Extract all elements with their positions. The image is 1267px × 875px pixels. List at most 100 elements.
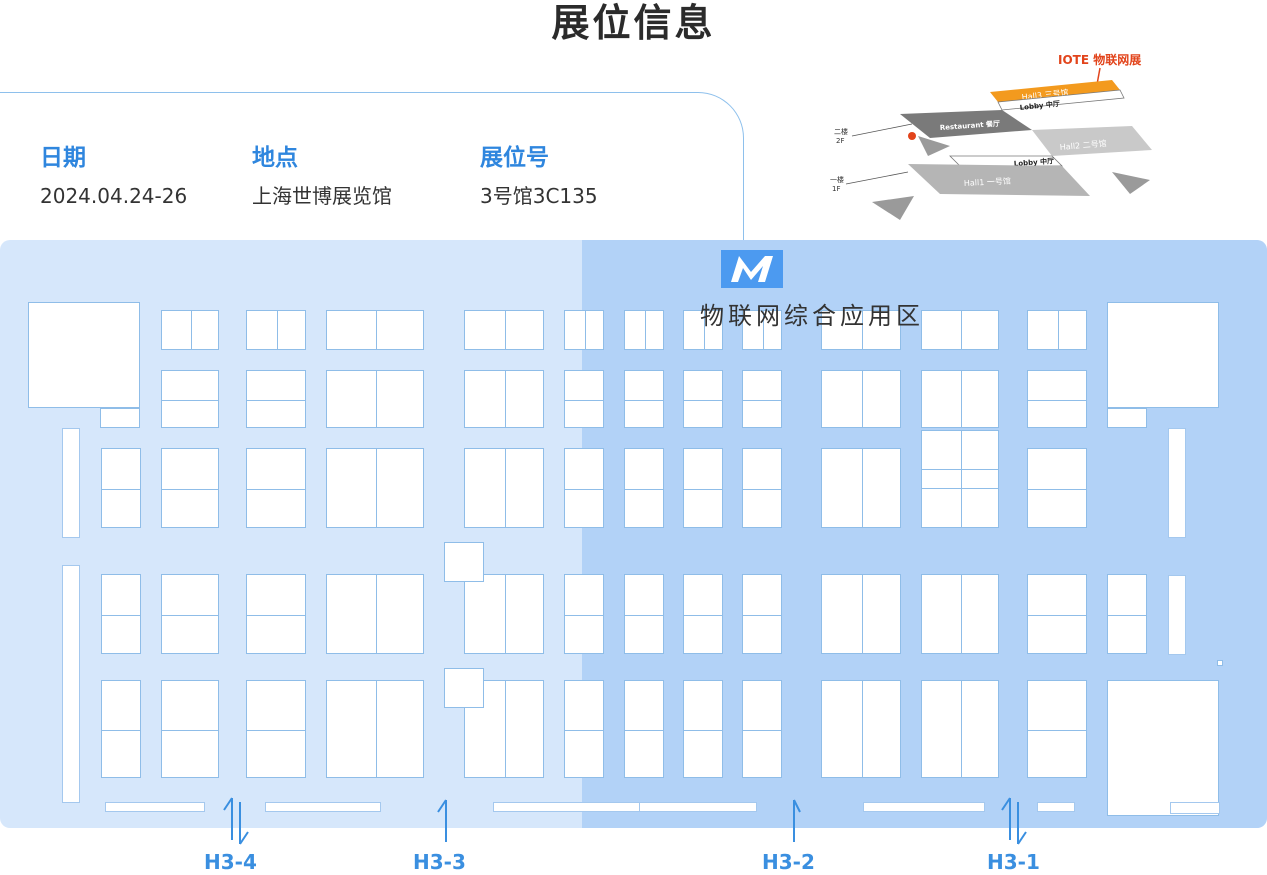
booth-strip [1037, 802, 1075, 812]
booth [742, 310, 782, 350]
booth [464, 370, 544, 428]
booth [683, 310, 723, 350]
booth [326, 680, 424, 778]
booth-strip [1170, 802, 1220, 814]
booth [464, 448, 544, 528]
booth-strip [105, 802, 205, 812]
hall1-label: Hall1 一号馆 [964, 176, 1011, 188]
booth [246, 310, 306, 350]
booth [444, 668, 484, 708]
hall2-shape [1032, 126, 1152, 156]
booth [821, 574, 901, 654]
booth [564, 370, 604, 428]
north-entrance-1f-icon [872, 196, 914, 220]
booth [564, 310, 604, 350]
venue-block: 地点 上海世博展览馆 [252, 143, 392, 209]
booth [101, 448, 141, 528]
gate-h3-1-label: H3-1 [987, 850, 1040, 874]
booth [564, 680, 604, 778]
booth [683, 680, 723, 778]
hall-location-diagram: IOTE 物联网展 Hall3 三号馆 Lobby 中厅 Restaurant … [800, 44, 1180, 234]
booth-strip [62, 428, 80, 538]
booth-number-value: 3号馆3C135 [480, 184, 598, 208]
venue-label: 地点 [252, 145, 298, 171]
booth [161, 574, 219, 654]
booth [1107, 680, 1219, 816]
hall3-shape [990, 80, 1120, 102]
booth-strip [863, 802, 985, 812]
booth [100, 408, 140, 428]
booth [742, 448, 782, 528]
booth [1107, 408, 1147, 428]
gate-h3-2-arrow-icon [793, 799, 801, 842]
booth [464, 574, 544, 654]
floor-plan-map [0, 240, 1267, 828]
booth [564, 448, 604, 528]
booth [246, 680, 306, 778]
booth [624, 680, 664, 778]
booth [1107, 574, 1147, 654]
booth [101, 574, 141, 654]
zone-name: 物联网综合应用区 [700, 302, 924, 330]
restaurant-shape [900, 110, 1032, 138]
booth [1217, 660, 1223, 666]
gate-h3-4-label: H3-4 [204, 850, 257, 874]
booth [921, 310, 999, 350]
booth-number-block: 展位号 3号馆3C135 [480, 143, 598, 209]
booth [1027, 574, 1087, 654]
booth [624, 574, 664, 654]
booth [161, 370, 219, 428]
booth [246, 370, 306, 428]
booth-number-label: 展位号 [480, 145, 549, 171]
zone-logo-icon [721, 250, 783, 288]
booth [821, 680, 901, 778]
date-label: 日期 [40, 145, 86, 171]
booth [624, 310, 664, 350]
gate-h3-1-arrow-icon [1001, 797, 1027, 845]
booth [683, 370, 723, 428]
floor2-label: 二楼 [834, 127, 848, 136]
lobby-top-label: Lobby 中厅 [1019, 99, 1060, 112]
booth [921, 370, 999, 428]
restaurant-label: Restaurant 餐厅 [940, 119, 1001, 132]
booth [1027, 310, 1087, 350]
booth [161, 680, 219, 778]
floor2-en-label: 2F [836, 137, 844, 145]
booth [821, 370, 901, 428]
booth [326, 448, 424, 528]
lobby-mid-label: Lobby 中厅 [1014, 156, 1055, 168]
booth [1027, 680, 1087, 778]
booth [161, 448, 219, 528]
gate-h3-3-arrow-icon [437, 799, 447, 842]
hall1-shape [908, 164, 1090, 196]
date-block: 日期 2024.04.24-26 [40, 143, 187, 209]
gate-h3-2-label: H3-2 [762, 850, 815, 874]
booth [326, 574, 424, 654]
booth [246, 448, 306, 528]
booth-strip [265, 802, 381, 812]
date-value: 2024.04.24-26 [40, 184, 188, 208]
floor1-en-label: 1F [832, 185, 840, 193]
booth [921, 574, 999, 654]
booth [921, 680, 999, 778]
booth [921, 488, 999, 528]
booth-strip [493, 802, 643, 812]
booth [101, 680, 141, 778]
booth [821, 448, 901, 528]
venue-value: 上海世博展览馆 [252, 184, 392, 208]
booth [564, 574, 604, 654]
booth [1027, 448, 1087, 528]
booth [246, 574, 306, 654]
hall2-label: Hall2 二号馆 [1059, 138, 1107, 152]
booth [161, 310, 219, 350]
booth [742, 680, 782, 778]
restaurant-icon [908, 132, 916, 140]
booth-info-card: 日期 2024.04.24-26 地点 上海世博展览馆 展位号 3号馆3C135 [0, 92, 744, 262]
booth [1027, 370, 1087, 428]
booth [326, 310, 424, 350]
booth [464, 310, 544, 350]
gate-h3-4-arrow-icon [223, 797, 249, 845]
north-entrance-2f-icon [918, 136, 950, 156]
booth [624, 370, 664, 428]
page-title: 展位信息 [551, 1, 716, 45]
